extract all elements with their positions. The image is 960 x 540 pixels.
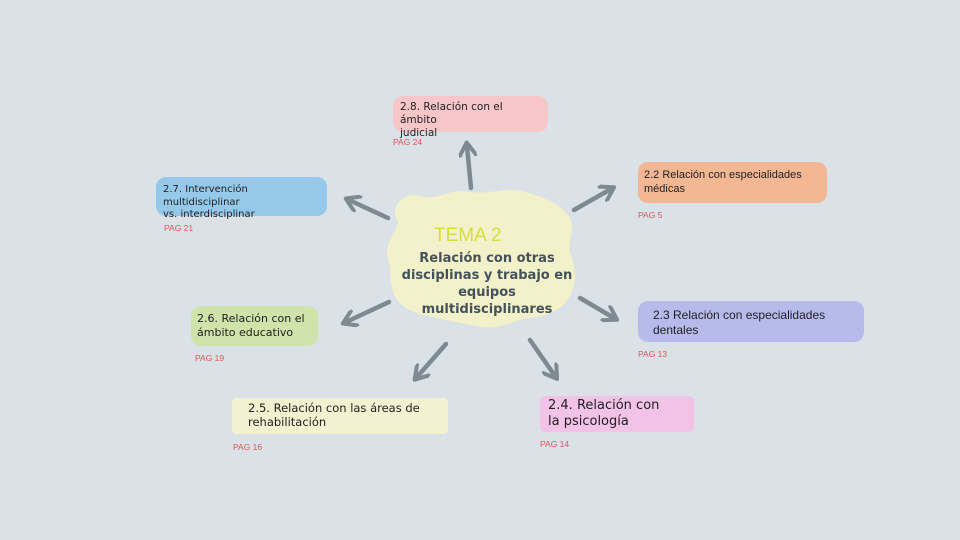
node-label: dentales <box>653 323 699 337</box>
arrow-to-2-5 <box>417 341 449 377</box>
page-ref-2-6: PAG 19 <box>195 353 225 363</box>
page-ref-2-5: PAG 16 <box>233 442 263 452</box>
arrow-to-2-7 <box>349 200 391 221</box>
page-ref-2-4: PAG 14 <box>540 439 570 449</box>
arrow-to-2-3 <box>577 295 614 318</box>
node-label: 2.3 Relación con especialidades <box>653 308 826 322</box>
node-label: judicial <box>400 127 438 140</box>
page-ref-2-8: PAG 24 <box>393 137 423 147</box>
node-label: vs. interdisciplinar <box>163 209 255 220</box>
page-ref-2-2: PAG 5 <box>638 210 663 220</box>
page-ref-2-3: PAG 13 <box>638 349 668 359</box>
arrow-to-2-8 <box>467 146 471 191</box>
node-2-2-medicas: 2.2 Relación con especialidades médicas <box>638 162 827 203</box>
center-subtitle: Relación con otras disciplinas y trabajo… <box>392 251 582 319</box>
arrow-to-2-4 <box>527 337 555 376</box>
center-title: TEMA 2 <box>434 225 502 246</box>
node-2-8-judicial: 2.8. Relación con el ámbito judicial <box>393 96 548 139</box>
subtitle-line: equipos multidisciplinares <box>421 284 553 317</box>
node-label: ámbito educativo <box>197 325 294 339</box>
node-label: 2.6. Relación con el <box>197 312 305 325</box>
subtitle-line: disciplinas y trabajo en <box>401 267 573 283</box>
node-label: 2.2 Relación con especialidades <box>644 169 802 181</box>
node-label: la psicología <box>548 414 629 430</box>
arrow-to-2-6 <box>346 299 392 322</box>
node-2-6-educativo: 2.6. Relación con el ámbito educativo <box>191 306 318 346</box>
node-label: 2.5. Relación con las áreas de <box>248 401 420 415</box>
node-2-3-dentales: 2.3 Relación con especialidades dentales <box>638 301 864 342</box>
page-ref-2-7: PAG 21 <box>164 223 194 233</box>
node-label: 2.4. Relación con <box>548 398 660 413</box>
node-label: médicas <box>644 182 685 195</box>
node-2-7-intervencion: 2.7. Intervención multidisciplinar vs. i… <box>156 177 327 220</box>
node-label: 2.7. Intervención multidisciplinar <box>163 184 248 208</box>
node-label: rehabilitación <box>248 415 327 430</box>
arrow-to-2-2 <box>571 189 611 213</box>
node-2-5-rehabilitacion: 2.5. Relación con las áreas de rehabilit… <box>232 398 448 434</box>
node-label: 2.8. Relación con el ámbito <box>400 101 503 127</box>
node-2-4-psicologia: 2.4. Relación con la psicología <box>540 396 694 432</box>
subtitle-line: Relación con otras <box>419 251 555 266</box>
